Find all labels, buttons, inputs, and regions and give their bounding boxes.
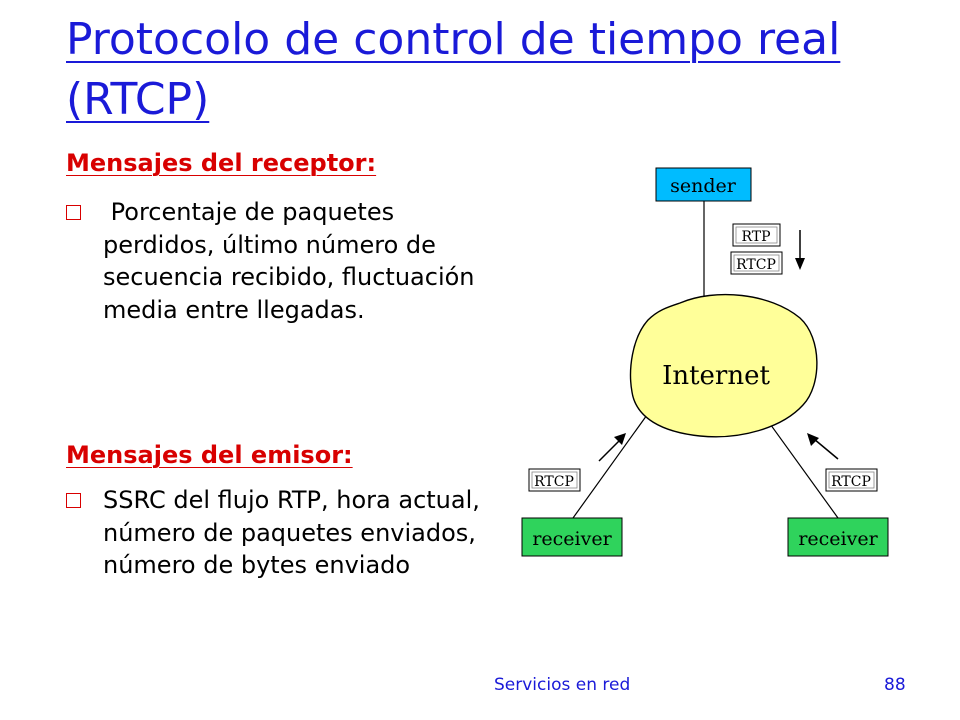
receiver-right-label: receiver	[798, 528, 878, 550]
rtcp-packet-right-label: RTCP	[831, 474, 871, 490]
sender-messages-heading: Mensajes del emisor:	[66, 441, 353, 469]
rtcp-packet-right-box	[825, 468, 878, 492]
left-receiver-link-line	[572, 407, 653, 519]
rtp-packet-inner	[735, 226, 778, 244]
rtp-packet-label: RTP	[741, 229, 770, 245]
sender-bullet-text: SSRC del flujo RTP, hora actual, número …	[103, 486, 480, 579]
down-arrow-icon	[795, 258, 805, 270]
receiver-left-label: receiver	[532, 528, 612, 550]
rtcp-packet-left-inner	[531, 471, 578, 489]
rtcp-packet-right-inner	[828, 471, 875, 489]
rtcp-packet-top-box	[730, 251, 783, 275]
rtcp-packet-top-inner	[733, 254, 780, 272]
rtcp-packet-top-label: RTCP	[736, 257, 776, 273]
receiver-bullet: Porcentaje de paquetes perdidos, último …	[66, 196, 486, 326]
receiver-bullet-text: Porcentaje de paquetes perdidos, último …	[103, 198, 483, 324]
bullet-square-icon	[66, 205, 81, 220]
internet-label: Internet	[662, 361, 770, 391]
sender-label: sender	[670, 175, 737, 197]
up-right-arrow-icon	[614, 433, 626, 445]
receiver-messages-heading: Mensajes del receptor:	[66, 149, 377, 177]
up-left-arrow-icon	[807, 433, 819, 446]
up-left-arrow-shaft	[813, 438, 839, 460]
sender-bullet: SSRC del flujo RTP, hora actual, número …	[66, 484, 486, 582]
right-receiver-link-line	[759, 409, 839, 519]
up-right-arrow-shaft	[598, 439, 621, 462]
footer-course: Servicios en red	[494, 675, 631, 695]
rtcp-packet-left-box	[528, 468, 581, 492]
internet-cloud	[629, 293, 818, 438]
slide-title: Protocolo de control de tiempo real (RTC…	[66, 14, 841, 125]
rtp-packet-box	[732, 223, 781, 247]
receiver-right-box	[787, 517, 889, 557]
rtcp-packet-left-label: RTCP	[534, 474, 574, 490]
sender-box	[655, 167, 752, 202]
bullet-square-icon	[66, 493, 81, 508]
footer-page-number: 88	[884, 675, 906, 695]
receiver-left-box	[521, 517, 623, 557]
